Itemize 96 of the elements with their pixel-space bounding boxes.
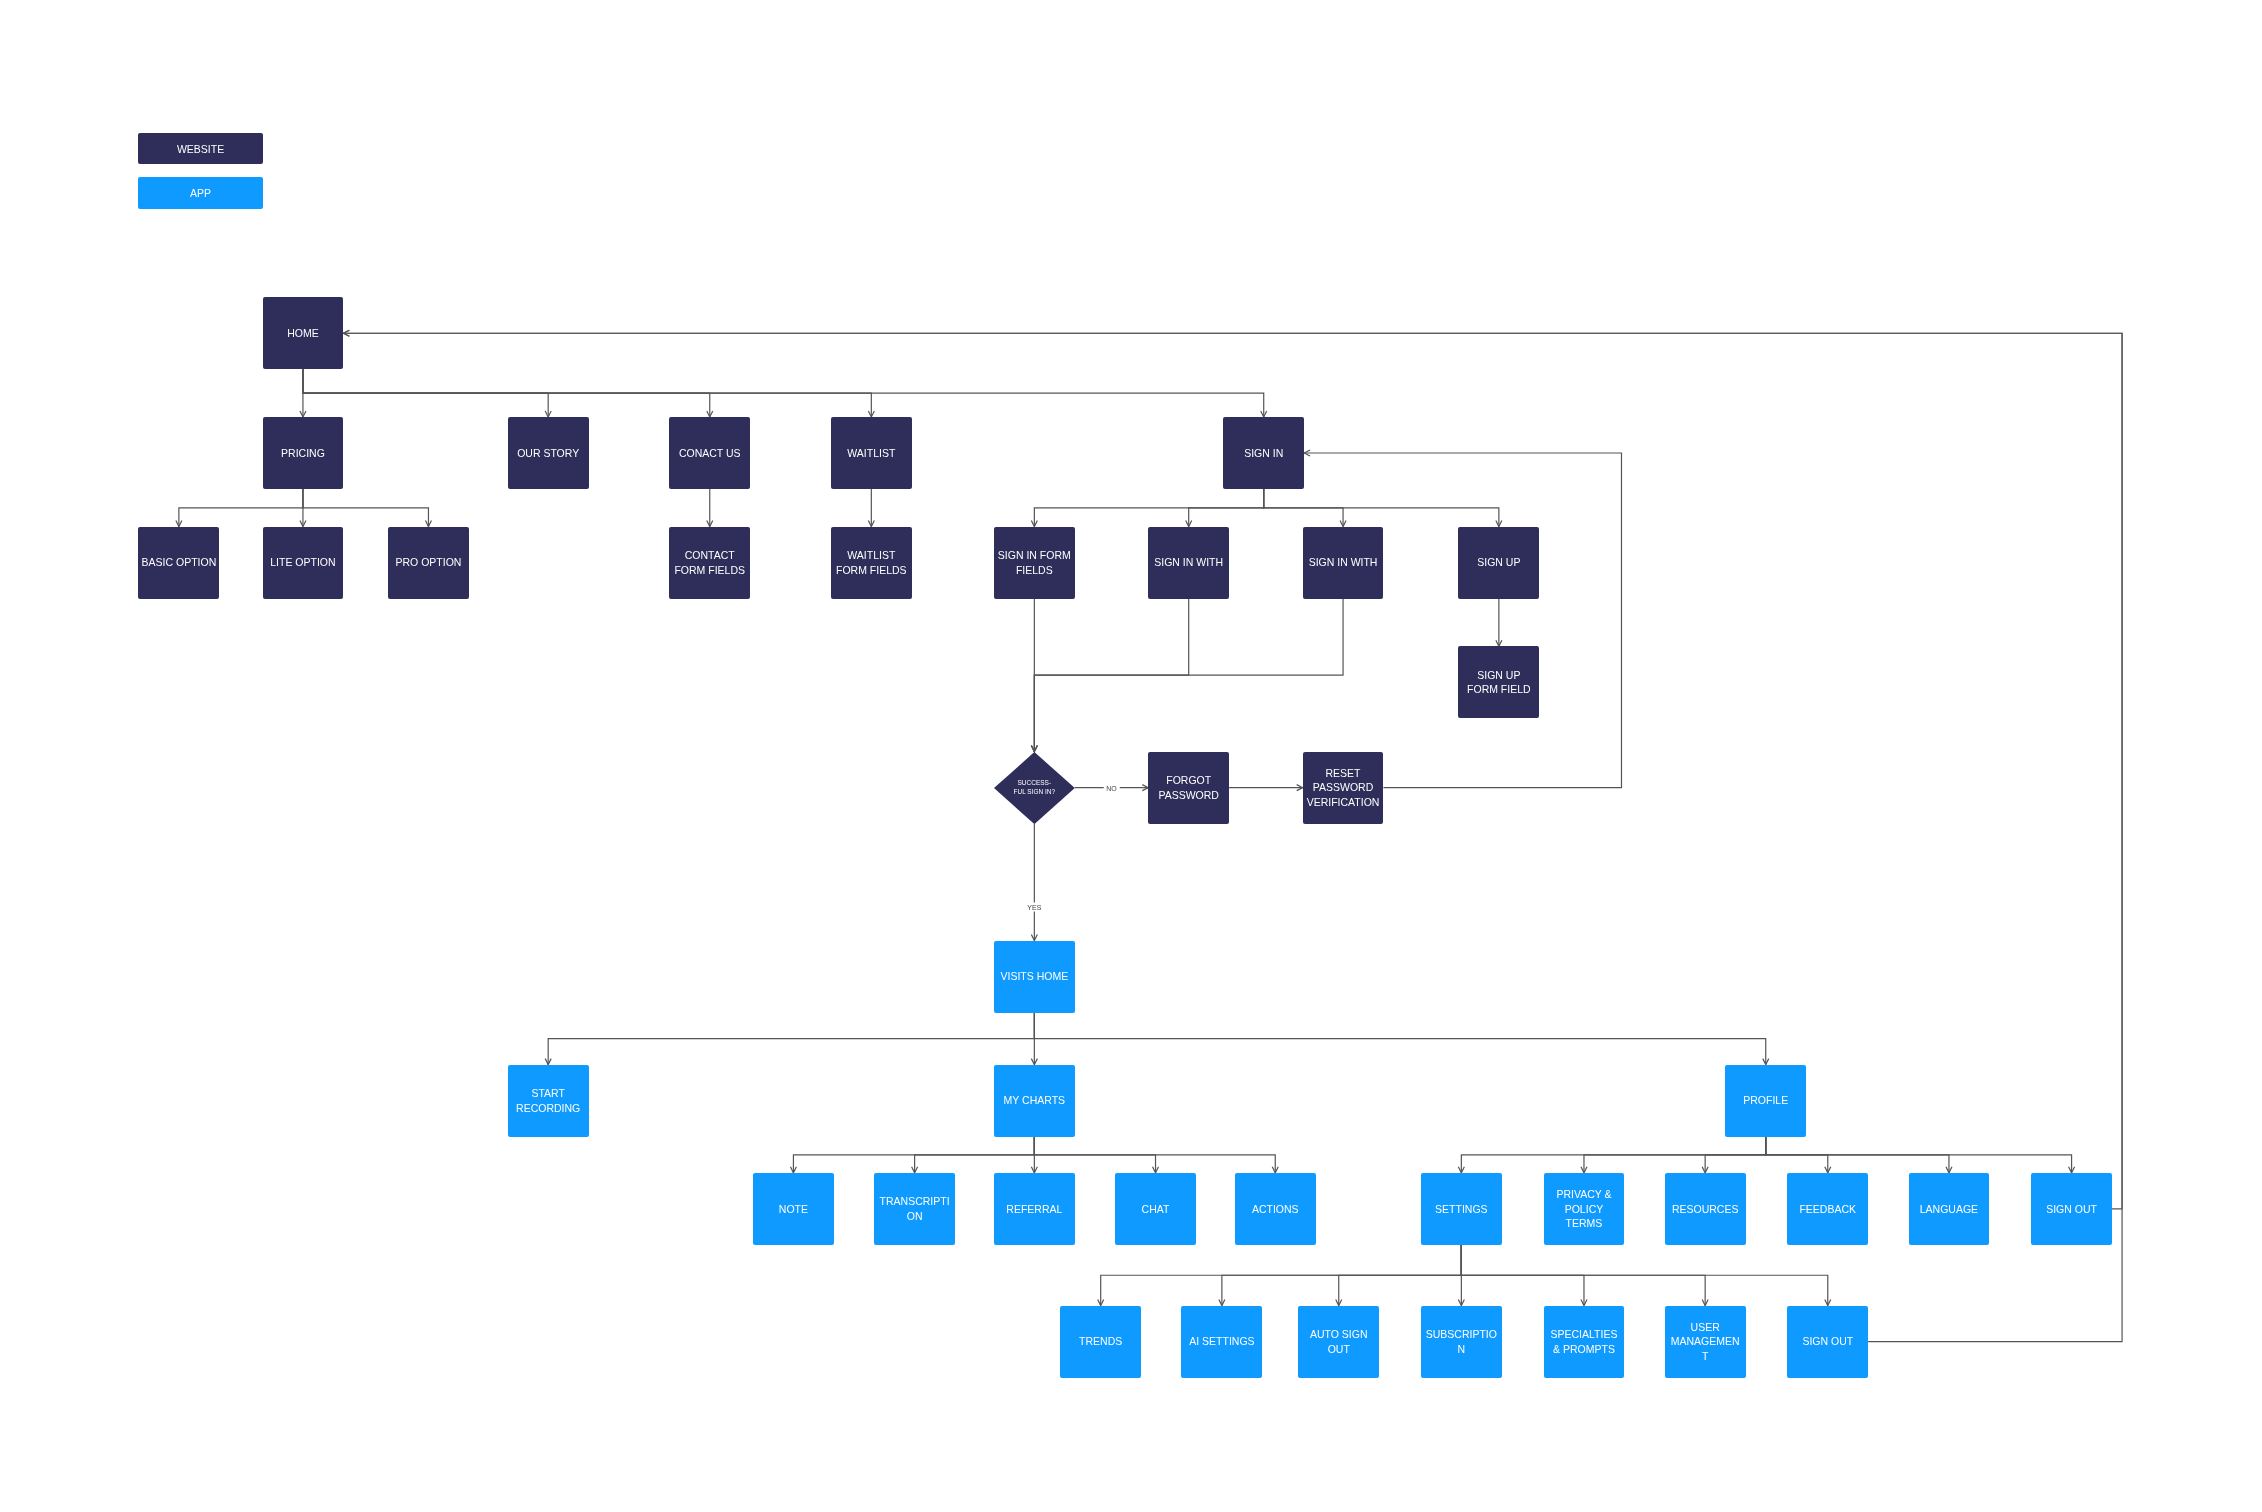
process-box — [1223, 416, 1305, 490]
node-label: LANGUAGE — [1919, 1201, 1979, 1217]
node-label: PRICING — [281, 445, 325, 461]
connector-arrow — [1030, 823, 1038, 942]
node-label: RESOURCES — [1671, 1201, 1739, 1217]
node-label: SETTINGS — [1435, 1201, 1488, 1217]
process-box — [1115, 1172, 1196, 1245]
process-box — [1787, 1305, 1869, 1378]
node-label: FORGOT PASSWORD — [1157, 772, 1220, 803]
process-box — [388, 526, 469, 599]
node-label: RESET PASSWORD VERIFICATION — [1305, 765, 1381, 810]
node-label: CONACT US — [678, 445, 741, 461]
connector-arrow — [1228, 784, 1304, 792]
node-label: CHAT — [1141, 1201, 1170, 1217]
node-label: SIGN IN WITH — [1308, 555, 1378, 570]
node-label: SIGN OUT — [2046, 1201, 2097, 1217]
process-box — [753, 1172, 834, 1245]
process-box — [262, 416, 344, 490]
node-label: VISITS HOME — [1000, 969, 1069, 984]
process-box — [1298, 1305, 1380, 1378]
node-label: PRO OPTION — [395, 555, 462, 570]
connector-arrow — [1765, 1136, 2076, 1174]
node-label: NOTE — [778, 1201, 808, 1217]
legend-label: APP — [190, 187, 211, 200]
process-box — [1787, 1172, 1869, 1245]
node-label: SIGN IN — [1244, 445, 1284, 461]
process-box — [262, 526, 344, 599]
process-box — [830, 526, 912, 599]
process-box — [1234, 1172, 1316, 1245]
process-box — [1725, 1064, 1807, 1137]
node-label: HOME — [287, 325, 319, 341]
process-box — [669, 416, 751, 490]
connector-arrow — [1033, 1012, 1770, 1066]
node-label: OUR STORY — [517, 445, 580, 461]
node-label: ACTIONS — [1251, 1201, 1299, 1217]
process-box — [138, 526, 220, 599]
connector-arrow — [1303, 449, 1623, 789]
process-box — [669, 526, 751, 599]
node-label: SIGN UP — [1477, 555, 1521, 570]
node-label: SIGN IN WITH — [1154, 555, 1224, 570]
process-box — [1302, 526, 1384, 599]
process-box — [1302, 751, 1384, 824]
connector-arrow — [1030, 598, 1344, 753]
process-box — [1148, 751, 1230, 824]
node-label: LITE OPTION — [270, 555, 336, 570]
process-box — [1181, 1305, 1263, 1378]
process-box — [1664, 1172, 1746, 1245]
node-label: START RECORDING — [515, 1086, 582, 1116]
process-box — [993, 526, 1075, 599]
process-box — [1060, 1305, 1142, 1378]
connector-arrow — [706, 488, 714, 528]
process-box — [874, 1172, 955, 1245]
node-label: TRANSCRIPTION — [878, 1194, 951, 1224]
node-label: SIGN UP FORM FIELD — [1466, 667, 1532, 698]
process-box — [993, 940, 1075, 1013]
process-box — [1908, 1172, 1990, 1245]
process-box — [1420, 1305, 1502, 1378]
connector-arrow — [1033, 1136, 1279, 1174]
process-box — [507, 1064, 589, 1137]
process-box — [1458, 526, 1540, 599]
node-label: USER MANAGEMENT — [1669, 1319, 1741, 1364]
process-box — [1148, 526, 1230, 599]
node-label: REFERRAL — [1006, 1201, 1063, 1217]
process-box — [1664, 1305, 1746, 1378]
process-box — [830, 416, 912, 490]
process-box — [507, 416, 589, 490]
legend-label: WEBSITE — [176, 142, 225, 155]
connector-arrow — [867, 488, 875, 528]
node-label: SIGN IN FORM FIELDS — [996, 547, 1072, 578]
process-box — [1543, 1305, 1625, 1378]
connector-arrow — [302, 488, 433, 528]
node-label: WAITLIST — [847, 445, 896, 461]
node-label: BASIC OPTION — [141, 555, 217, 570]
node-label: FEEDBACK — [1799, 1201, 1857, 1217]
node-label: WAITLIST FORM FIELDS — [835, 547, 908, 578]
node-label: CONTACT FORM FIELDS — [673, 547, 747, 578]
node-label: PROFILE — [1743, 1093, 1789, 1109]
process-box — [993, 1064, 1075, 1137]
node-label: PRIVACY & POLICY TERMS — [1555, 1186, 1613, 1231]
process-box — [1458, 646, 1540, 719]
node-label: SIGN OUT — [1802, 1334, 1854, 1349]
node-label: MY CHARTS — [1003, 1093, 1066, 1109]
connector-arrow — [1495, 598, 1503, 647]
process-box — [1420, 1172, 1502, 1245]
node-label: SUBSCRIPTION — [1424, 1326, 1498, 1357]
node-label: SPECIALTIES & PROMPTS — [1549, 1326, 1619, 1357]
process-box — [1543, 1172, 1625, 1245]
node-label: AI SETTINGS — [1189, 1334, 1255, 1349]
connector-arrow — [1460, 1244, 1832, 1307]
process-box — [262, 297, 344, 370]
connector-arrow — [1263, 488, 1503, 528]
process-box — [2031, 1172, 2112, 1245]
node-label: AUTO SIGN OUT — [1308, 1326, 1369, 1357]
node-label: TRENDS — [1079, 1334, 1123, 1349]
decision-diamond — [993, 751, 1075, 824]
process-box — [993, 1172, 1075, 1245]
